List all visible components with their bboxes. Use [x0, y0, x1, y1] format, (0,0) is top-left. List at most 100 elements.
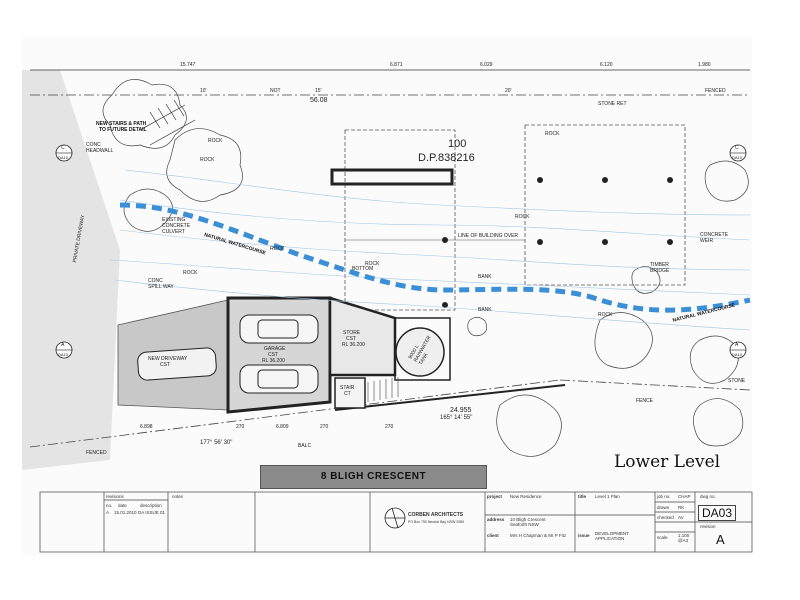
revisions-head: revisions [106, 494, 124, 499]
rock-label-2: ROCK [270, 246, 285, 252]
column-markers [442, 177, 673, 308]
lot-number: 100 [448, 138, 467, 150]
section-a-right-id: A [735, 342, 739, 348]
drawn-label: drawn [657, 505, 670, 510]
balcony-rect [330, 168, 454, 186]
rock-label-4: ROCK [515, 214, 530, 220]
stone-label: STONE [728, 378, 746, 384]
section-c-left-id: C [61, 145, 65, 151]
section-a-left-sheet: DA10 [58, 352, 69, 357]
revision-label: revision [700, 524, 716, 529]
title-block-frame [39, 491, 753, 553]
rev-row-desc: DA ISSUE 01 [138, 510, 166, 515]
rev-col-date: date [118, 503, 127, 508]
left-bearing: 177° 56' 30" [200, 440, 233, 446]
conc-spill-way-label: CONC SPILL WAY [148, 278, 174, 290]
bank-label-2: BANK [478, 307, 492, 313]
scale-value: 1:100 @A3 [678, 533, 690, 543]
store-label: STORE [343, 330, 361, 336]
street-name-bar: 8 BLIGH CRESCENT [260, 465, 487, 489]
revision-value: A [716, 532, 725, 547]
firm-name: CORBEN ARCHITECTS [408, 512, 464, 518]
dp-number: D.P.838216 [418, 152, 475, 164]
sheet-level-label: Lower Level [614, 452, 721, 472]
fence-bottom: FENCE [636, 398, 653, 404]
architect-logo-icon [384, 507, 406, 529]
section-c-right-id: C [735, 145, 739, 151]
dwg-label: dwg no. [700, 494, 716, 499]
conc-headwall-label: CONC HEADWALL [86, 142, 114, 154]
car-bottom [239, 364, 319, 394]
car-top [239, 314, 319, 344]
rock-label-3: ROCK [183, 270, 198, 276]
garage-rl: RL 36.200 [262, 358, 285, 364]
store-sub: CST [346, 336, 356, 342]
title-value: Level 1 Plan [595, 494, 620, 499]
address-value: 10 Bligh Crescent Seaforth NSW [510, 517, 546, 527]
section-a-left-id: A [61, 342, 65, 348]
top-angle-20: 20' [505, 88, 512, 94]
fenced-bottom: FENCED [86, 450, 107, 456]
job-label: job no. [657, 494, 671, 499]
bottom-label: BOTTOM [352, 266, 374, 272]
drawn-value: RK [678, 505, 685, 510]
section-c-left-sheet: DA10 [58, 155, 69, 160]
balc-label: BALC [298, 443, 312, 449]
contour-lines [109, 169, 751, 331]
job-value: CHAP [678, 494, 691, 499]
bottom-boundary-line [29, 379, 561, 448]
drawing-number: DA03 [698, 505, 737, 521]
section-marker-c-right [729, 144, 747, 162]
firm-address: PO Box 750 Neutral Bay NSW 2089 [408, 520, 465, 524]
trees [102, 79, 749, 457]
client-label: client [487, 533, 499, 538]
top-dim-4: 6.120 [600, 62, 613, 68]
issue-label: issue [578, 533, 590, 538]
top-dim-2: 6.871 [390, 62, 403, 68]
bottom-bearing: 165° 14' 55" [440, 415, 473, 421]
tank-enclosure [394, 317, 451, 381]
bottom-dim-3: 6.809 [276, 424, 289, 430]
address-label: address [487, 517, 505, 522]
new-driveway-sub: CST [160, 362, 170, 368]
bottom-dim-4: 270 [320, 424, 329, 430]
street-name: 8 BLIGH CRESCENT [320, 471, 427, 482]
issue-value: DEVELOPMENT APPLICATION [595, 531, 630, 541]
section-marker-a-left [55, 341, 73, 359]
rock-label-8: ROCK [365, 261, 380, 267]
new-stairs-label: NEW STAIRS & PATH [96, 121, 147, 127]
building-over-outline-right [524, 124, 686, 286]
stair-outline [334, 377, 366, 409]
notes-head: notes [172, 494, 184, 499]
top-angle-15: 15' [315, 88, 322, 94]
bottom-boundary-right [559, 379, 751, 391]
rock-label-6: ROCK [545, 131, 560, 137]
top-dim-1: 15.747 [180, 62, 196, 68]
car-driveway [137, 347, 217, 381]
rainwater-tank [395, 327, 445, 377]
top-length: 56.08 [310, 97, 328, 104]
title-label: title [578, 494, 587, 499]
rev-row-date: 15.01.2010 [114, 510, 137, 515]
rock-label-1: ROCK [208, 138, 223, 144]
retaining-wall-line [334, 384, 566, 411]
stair-label: STAIR [340, 385, 355, 391]
project-value: New Residence [510, 494, 542, 499]
top-angle-10: 10' [200, 88, 207, 94]
new-driveway-label: NEW DRIVEWAY [148, 356, 188, 362]
bottom-dim-1: 6.898 [140, 424, 153, 430]
garage-label: GARAGE [264, 346, 286, 352]
bottom-dim-2: 270 [236, 424, 245, 430]
scale-label: scale [657, 535, 668, 540]
rev-col-no: no. [106, 503, 113, 508]
building-over-outline [344, 129, 456, 311]
checked-label: checked [657, 515, 674, 520]
line-of-building-label: LINE OF BUILDING OVER [458, 233, 519, 239]
stone-ret: STONE RET [598, 101, 627, 107]
existing-culvert-label: EXISTING CONCRETE CULVERT [162, 217, 191, 235]
garage-sub: CST [268, 352, 278, 358]
section-c-right-sheet: DA10 [732, 155, 743, 160]
section-marker-a-right [729, 341, 747, 359]
rock-label-7: ROCK [200, 157, 215, 163]
